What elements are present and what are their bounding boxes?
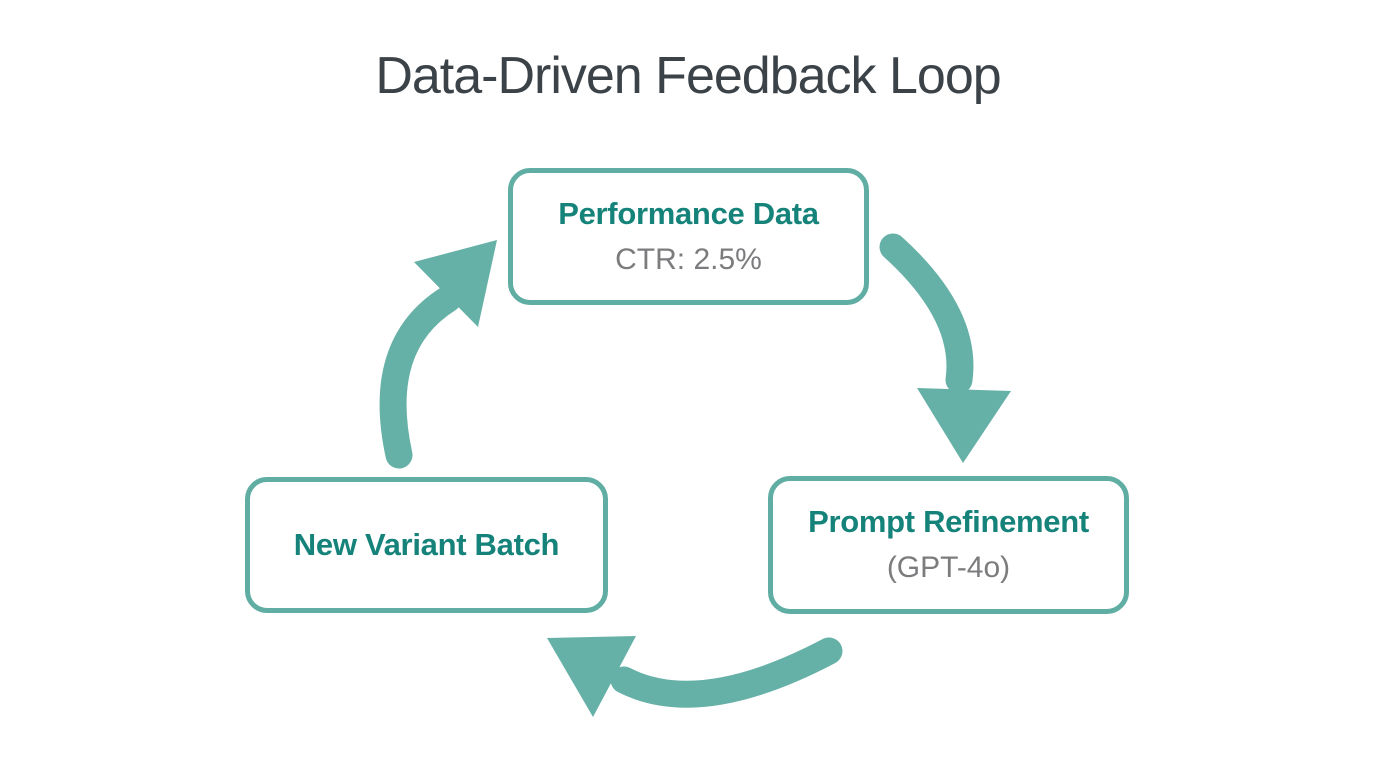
arrow-prompt-to-variant-icon (547, 636, 843, 717)
node-performance-data: Performance Data CTR: 2.5% (508, 168, 869, 305)
node-prompt-refinement-label: Prompt Refinement (808, 504, 1089, 539)
arrow-variant-to-performance-icon (379, 240, 497, 469)
node-new-variant-batch: New Variant Batch (245, 477, 608, 613)
diagram-title: Data-Driven Feedback Loop (375, 47, 1001, 105)
node-prompt-refinement-sublabel: (GPT-4o) (886, 551, 1011, 584)
arrow-performance-to-prompt-icon (879, 233, 1011, 463)
node-new-variant-batch-label: New Variant Batch (293, 527, 560, 562)
node-performance-data-sublabel: CTR: 2.5% (615, 242, 762, 276)
node-prompt-refinement: Prompt Refinement (GPT-4o) (768, 476, 1129, 614)
node-performance-data-label: Performance Data (558, 195, 819, 231)
